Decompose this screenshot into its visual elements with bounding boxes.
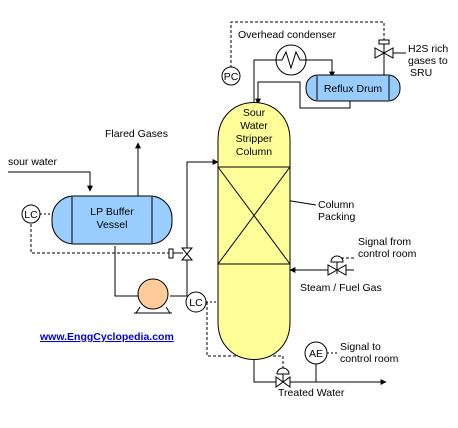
reflux-drum bbox=[305, 74, 401, 102]
signal-from-label-2: control room bbox=[358, 248, 417, 260]
lc-buffer-label: LC bbox=[24, 209, 38, 221]
column-label-1: Sour bbox=[243, 107, 266, 119]
buffer-label-1: LP Buffer bbox=[90, 206, 134, 218]
control-valve-steam bbox=[327, 255, 354, 276]
overhead-condenser bbox=[275, 44, 307, 76]
lc-column-label: LC bbox=[189, 297, 203, 309]
h2s-label-1: H2S rich bbox=[408, 43, 448, 55]
ae-instrument: AE bbox=[304, 341, 328, 365]
h2s-label-2: gases to bbox=[408, 55, 448, 67]
stripper-column bbox=[217, 102, 291, 360]
column-packing-label-2: Packing bbox=[318, 211, 356, 223]
control-valve-treated-water bbox=[275, 367, 291, 388]
signal-from-label-1: Signal from bbox=[358, 236, 411, 248]
signal-to-label-2: control room bbox=[340, 353, 399, 365]
sour-water-label: sour water bbox=[8, 156, 58, 168]
flared-gases-label: Flared Gases bbox=[105, 128, 168, 140]
column-packing-label-1: Column bbox=[318, 199, 354, 211]
process-lines bbox=[8, 52, 406, 385]
pc-label: PC bbox=[224, 71, 239, 83]
treated-water-label: Treated Water bbox=[278, 387, 345, 399]
column-label-3: Stripper bbox=[236, 133, 273, 145]
control-valve-feed bbox=[168, 247, 194, 261]
column-label-2: Water bbox=[240, 120, 268, 132]
column-label-4: Column bbox=[236, 146, 272, 158]
signal-to-label-1: Signal to bbox=[340, 341, 381, 353]
lp-buffer-vessel bbox=[51, 195, 173, 245]
overhead-condenser-label: Overhead condenser bbox=[238, 29, 337, 41]
website-link[interactable]: www.EnggCyclopedia.com bbox=[39, 331, 174, 343]
control-valve-h2s bbox=[374, 39, 394, 59]
lc-buffer-instrument: LC bbox=[21, 204, 52, 224]
ae-label: AE bbox=[309, 348, 323, 360]
steam-fuel-gas-label: Steam / Fuel Gas bbox=[300, 282, 382, 294]
lc-column-instrument: LC bbox=[185, 291, 218, 313]
buffer-label-2: Vessel bbox=[97, 219, 128, 231]
pump bbox=[134, 278, 172, 314]
h2s-label-3: SRU bbox=[410, 67, 432, 79]
pc-instrument: PC bbox=[221, 66, 241, 86]
reflux-drum-label: Reflux Drum bbox=[324, 83, 383, 95]
